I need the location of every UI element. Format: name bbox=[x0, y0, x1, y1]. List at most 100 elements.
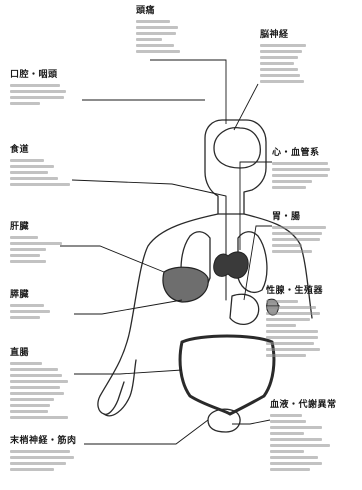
illegible-text-line bbox=[136, 26, 178, 29]
illegible-text-line bbox=[10, 236, 38, 239]
illegible-text-line bbox=[272, 226, 326, 229]
illegible-text-line bbox=[260, 68, 298, 71]
illegible-text-line bbox=[10, 398, 54, 401]
illegible-text-line bbox=[266, 318, 310, 321]
illegible-text-line bbox=[136, 32, 176, 35]
label-block-reproductive: 性腺・生殖器 bbox=[266, 286, 323, 357]
liver-organ bbox=[163, 267, 208, 302]
illegible-text-line bbox=[10, 159, 44, 162]
label-block-stomach: 胃・腸 bbox=[272, 212, 326, 253]
illegible-text-line bbox=[272, 244, 302, 247]
illegible-text-line bbox=[10, 362, 42, 365]
block-heading: 末梢神経・筋肉 bbox=[10, 436, 77, 447]
illegible-text-line bbox=[136, 50, 180, 53]
illegible-text-line bbox=[10, 416, 68, 419]
illegible-text-line bbox=[10, 177, 58, 180]
illegible-text-line bbox=[136, 20, 170, 23]
illegible-text-line bbox=[10, 386, 60, 389]
illegible-text-line bbox=[272, 250, 312, 253]
head-outline bbox=[205, 120, 266, 214]
illegible-text-line bbox=[10, 404, 50, 407]
illegible-text-line bbox=[270, 456, 318, 459]
illegible-text-line bbox=[10, 304, 44, 307]
illegible-text-line bbox=[10, 368, 58, 371]
illegible-text-line bbox=[10, 165, 54, 168]
colon-organ bbox=[180, 336, 274, 414]
illegible-text-line bbox=[10, 462, 66, 465]
label-block-liver: 肝臓 bbox=[10, 222, 62, 263]
block-heading: 頭痛 bbox=[136, 6, 180, 17]
label-block-colon: 直腸 bbox=[10, 348, 68, 419]
label-block-brain: 頭痛 bbox=[136, 6, 180, 53]
illegible-text-line bbox=[10, 171, 48, 174]
illegible-text-line bbox=[272, 180, 312, 183]
illegible-text-line bbox=[260, 62, 294, 65]
illegible-text-line bbox=[270, 468, 310, 471]
illegible-text-line bbox=[266, 306, 316, 309]
block-heading: 血液・代謝異常 bbox=[270, 400, 337, 411]
illegible-text-line bbox=[10, 374, 62, 377]
illegible-text-line bbox=[270, 462, 322, 465]
block-heading: 性腺・生殖器 bbox=[266, 286, 323, 297]
illegible-text-line bbox=[136, 44, 174, 47]
label-block-mouth: 口腔・咽頭 bbox=[10, 70, 66, 105]
label-block-pancreas: 膵臓 bbox=[10, 290, 50, 319]
illegible-text-line bbox=[10, 450, 70, 453]
illegible-text-line bbox=[270, 420, 306, 423]
illegible-text-line bbox=[260, 80, 304, 83]
illegible-text-line bbox=[266, 342, 314, 345]
illegible-text-line bbox=[270, 444, 330, 447]
illegible-text-line bbox=[10, 392, 64, 395]
illegible-text-line bbox=[10, 456, 74, 459]
illegible-text-line bbox=[266, 348, 320, 351]
illegible-text-line bbox=[270, 432, 304, 435]
illegible-text-line bbox=[10, 380, 68, 383]
illegible-text-line bbox=[260, 56, 298, 59]
left-arm-outline bbox=[104, 360, 136, 416]
illegible-text-line bbox=[10, 254, 40, 257]
illegible-text-line bbox=[272, 174, 328, 177]
block-heading: 脳神経 bbox=[260, 30, 306, 41]
block-heading: 心・血管系 bbox=[272, 148, 330, 159]
illegible-text-line bbox=[272, 162, 328, 165]
illegible-text-line bbox=[272, 168, 330, 171]
leader-lines bbox=[60, 60, 280, 444]
illegible-text-line bbox=[272, 232, 322, 235]
illegible-text-line bbox=[10, 242, 62, 245]
block-heading: 胃・腸 bbox=[272, 212, 326, 223]
block-heading: 膵臓 bbox=[10, 290, 50, 301]
illegible-text-line bbox=[270, 414, 302, 417]
illegible-text-line bbox=[10, 468, 54, 471]
label-block-esophagus: 食道 bbox=[10, 145, 70, 186]
block-heading: 肝臓 bbox=[10, 222, 62, 233]
label-block-autonomic: 末梢神経・筋肉 bbox=[10, 436, 77, 471]
illegible-text-line bbox=[270, 450, 304, 453]
illegible-text-line bbox=[10, 102, 40, 105]
block-heading: 直腸 bbox=[10, 348, 68, 359]
illegible-text-line bbox=[270, 438, 322, 441]
illegible-text-line bbox=[10, 90, 66, 93]
illegible-text-line bbox=[266, 300, 298, 303]
illegible-text-line bbox=[10, 248, 46, 251]
illegible-text-line bbox=[266, 312, 320, 315]
label-block-nerves: 脳神経 bbox=[260, 30, 306, 83]
heart-organ bbox=[214, 252, 249, 278]
illegible-text-line bbox=[270, 426, 322, 429]
illegible-text-line bbox=[10, 260, 46, 263]
illegible-text-line bbox=[266, 330, 318, 333]
illegible-text-line bbox=[10, 84, 60, 87]
label-block-metabolism: 血液・代謝異常 bbox=[270, 400, 337, 471]
block-heading: 口腔・咽頭 bbox=[10, 70, 66, 81]
illegible-text-line bbox=[260, 74, 300, 77]
label-block-heart: 心・血管系 bbox=[272, 148, 330, 189]
illegible-text-line bbox=[272, 186, 306, 189]
illegible-text-line bbox=[266, 354, 306, 357]
illegible-text-line bbox=[10, 183, 70, 186]
illegible-text-line bbox=[266, 324, 296, 327]
illegible-text-line bbox=[272, 238, 320, 241]
illegible-text-line bbox=[260, 50, 302, 53]
illegible-text-line bbox=[260, 44, 306, 47]
illegible-text-line bbox=[10, 410, 48, 413]
illegible-text-line bbox=[10, 96, 64, 99]
illegible-text-line bbox=[10, 316, 40, 319]
